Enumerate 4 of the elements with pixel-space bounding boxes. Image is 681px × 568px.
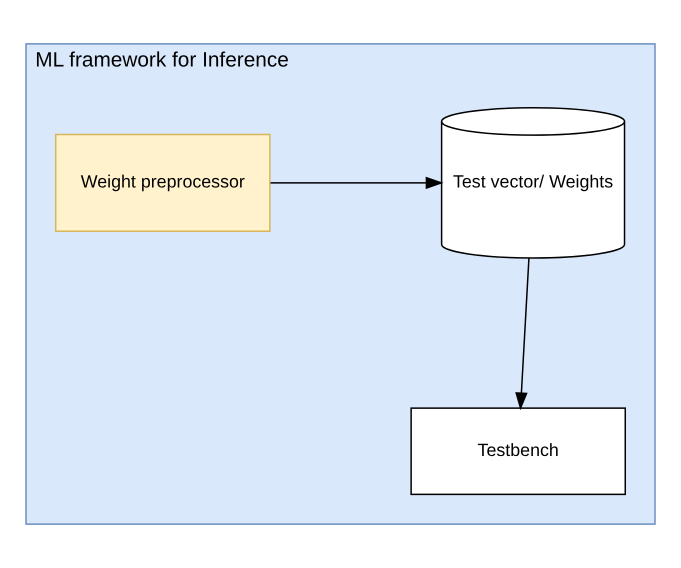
arrow xyxy=(515,258,530,410)
node-box: Weight preprocessor xyxy=(55,134,271,232)
node-box: Testbench xyxy=(410,407,626,496)
arrow xyxy=(270,176,444,190)
